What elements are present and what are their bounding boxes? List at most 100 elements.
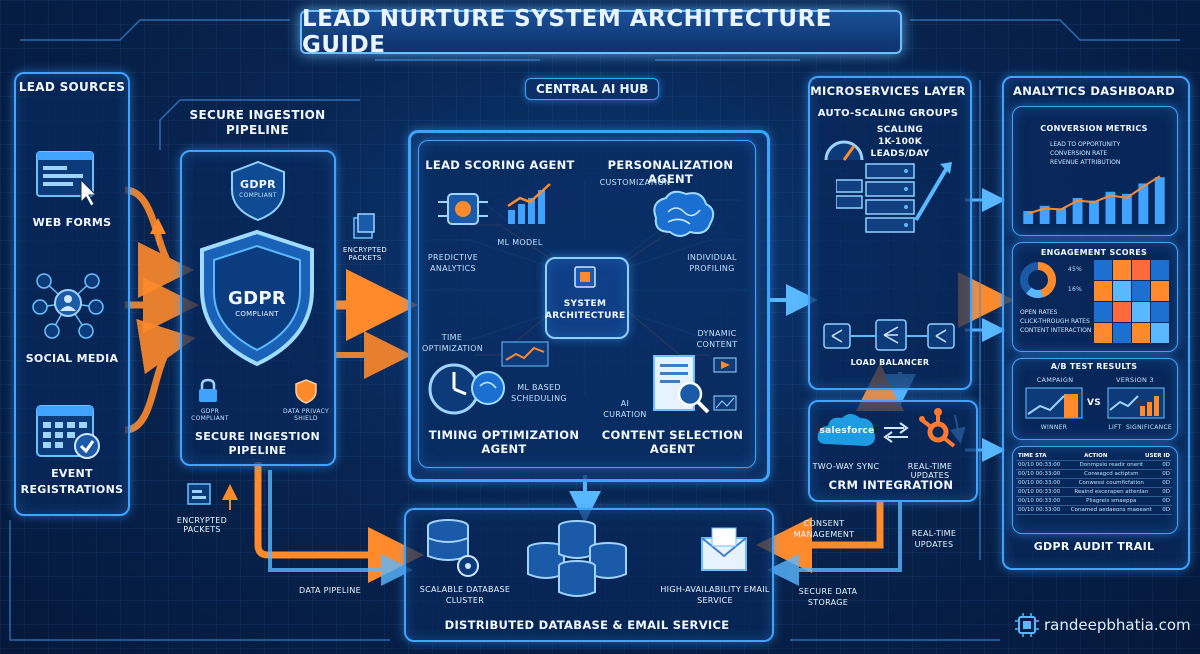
ab-campaign-label: CAMPAIGN [1036,376,1074,384]
lead-source-web-forms: WEB FORMS [32,216,112,229]
audit-cell: 0D [1162,480,1170,486]
ab-lift-label: LIFT [1108,424,1122,431]
brain-chip-icon [438,193,488,225]
audit-cell: 00/10 00:33:00 [1018,498,1061,504]
analytics-heading: ANALYTICS DASHBOARD [1013,84,1175,98]
scoring-bar-chart-icon [507,183,551,224]
audit-col-user: USER ID [1145,453,1170,459]
lead-sources-heading: LEAD SOURCES [18,80,126,94]
lead-source-event-registrations: EVENT REGISTRATIONS [20,467,124,496]
audit-cell: 0D [1162,507,1170,513]
audit-table: TIME STA ACTION USER ID 00/10 00:33:00 Do… [1016,452,1172,515]
web-form-icon [36,151,98,207]
audit-cell: Donmpsio readir onerit [1079,462,1144,468]
load-balancer-nodes-icon [823,319,955,351]
gdpr-compliant-small: GDPR COMPLIANT [191,408,229,422]
ab-significance-label: SIGNIFICANCE [1125,424,1173,431]
conversion-bar [1039,205,1050,224]
audit-cell: 0D [1162,462,1170,468]
engagement-pct-b: 16% [1067,286,1083,293]
server-rack-icon [836,162,952,233]
brand-chip-icon [1015,613,1039,637]
gdpr-audit-title: GDPR AUDIT TRAIL [1033,540,1155,553]
conversion-legend-item: CONVERSION RATE [1050,150,1108,157]
calendar-check-icon [36,405,100,459]
conversion-trend-line [1027,175,1161,215]
ingestion-bottom-label: SECURE INGESTION PIPELINE [195,430,320,457]
lock-icon [199,378,217,402]
audit-cell: 0D [1162,471,1170,477]
ingestion-top-label: SECURE INGESTION PIPELINE [189,108,326,137]
speed-gauge-icon [824,140,864,161]
encrypted-packets-below: ENCRYPTED PACKETS [176,516,228,534]
content-selection-agent-title: CONTENT SELECTION AGENT [601,428,744,456]
time-line-chart-icon [501,341,549,367]
scalable-database-label: SCALABLE DATABASE CLUSTER [419,585,511,605]
audit-cell: 00/10 00:33:00 [1018,462,1061,468]
conversion-bar [1154,177,1165,224]
auto-scaling-label: AUTO-SCALING GROUPS [817,108,959,119]
audit-cell: 00/10 00:33:00 [1018,489,1061,495]
ai-curation-label: AI CURATION [603,399,647,419]
predictive-analytics-label: PREDICTIVE ANALYTICS [427,253,479,273]
table-row: 00/10 00:33:00 Pliagreis smaeppa 0D [1016,497,1172,506]
gdpr-audit-card [1012,446,1178,534]
gdpr-top-sub: COMPLIANT [239,192,277,199]
conversion-bar [1023,211,1034,224]
gdpr-shield-sub: COMPLIANT [235,310,279,318]
engagement-heatmap [1094,260,1169,343]
conversion-bar [1121,193,1132,224]
audit-cell: Reaind escerapen attenlan [1074,489,1149,495]
conversion-bar [1105,191,1116,224]
audit-col-time: TIME STA [1018,453,1047,459]
engagement-pct-a: 45% [1067,266,1083,273]
time-optimization-label: TIME OPTIMIZATION [422,333,484,353]
personalization-agent-title: PERSONALIZATION AGENT [607,158,734,186]
cpu-chip-icon [574,266,596,288]
system-architecture-label: SYSTEM ARCHITECTURE [545,299,626,321]
page-title: LEAD NURTURE SYSTEM ARCHITECTURE GUIDE [300,6,902,58]
audit-cell: Pliagreis smaeppa [1086,498,1137,504]
privacy-shield-icon [295,379,317,404]
gdpr-small-shield-icon [231,160,285,222]
real-time-updates-label: REAL-TIME UPDATES [911,529,957,549]
gdpr-shield-icon [200,229,314,367]
engagement-legend-item: CLICK-THROUGH RATES [1020,318,1090,325]
database-email-heading: DISTRIBUTED DATABASE & EMAIL SERVICE [444,618,730,632]
footer-brand[interactable]: randeepbhatia.com [1044,616,1191,634]
engagement-legend: OPEN RATES CLICK-THROUGH RATES CONTENT I… [1020,308,1100,335]
crm-integration-heading: CRM INTEGRATION [828,478,954,492]
data-privacy-shield-label: DATA PRIVACY SHIELD [283,408,329,422]
microservices-heading: MICROSERVICES LAYER [810,84,966,98]
hubspot-logo [919,408,956,448]
content-document-icon [653,355,737,414]
email-service-label: HIGH-AVAILABILITY EMAIL SERVICE [660,585,770,605]
audit-col-action: ACTION [1084,453,1108,459]
ab-version-chart [1107,387,1165,419]
secure-data-storage-label: SECURE DATA STORAGE [798,587,858,607]
dynamic-content-label: DYNAMIC CONTENT [696,329,738,349]
salesforce-cloud-logo [817,414,875,446]
data-pipeline-label: DATA PIPELINE [299,586,361,595]
customization-label: CUSTOMIZATION [599,178,671,187]
audit-cell: Conwessi coumficfation [1078,480,1144,486]
audit-cell: 00/10 00:33:00 [1018,471,1061,477]
database-cluster-icon [427,519,479,577]
clock-brain-icon [428,363,505,415]
ml-based-scheduling-label: ML BASED SCHEDULING [511,383,567,403]
sync-arrows-icon [883,422,909,443]
lead-source-social-media: SOCIAL MEDIA [25,352,119,365]
ab-test-title: A/B TEST RESULTS [1050,362,1138,371]
conversion-chart [1023,175,1165,224]
ai-brain-icon [653,190,715,237]
audit-cell: 0D [1162,498,1170,504]
conversion-bar [1072,198,1083,224]
individual-profiling-label: INDIVIDUAL PROFILING [687,253,737,273]
ab-campaign-chart [1025,387,1083,419]
audit-header-row: TIME STA ACTION USER ID [1016,452,1172,461]
conversion-bar [1056,208,1067,224]
